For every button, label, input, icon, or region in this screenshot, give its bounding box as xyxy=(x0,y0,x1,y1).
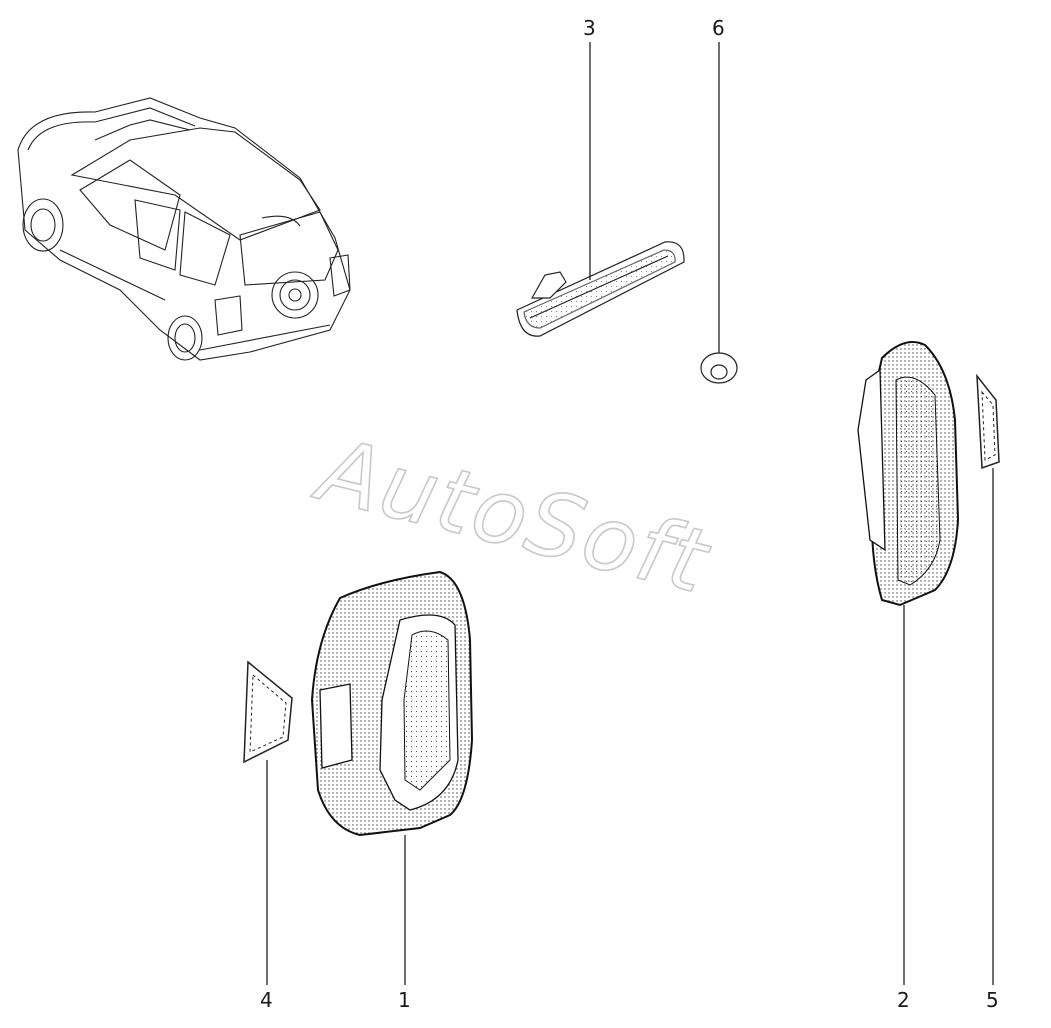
leader-lines xyxy=(266,42,994,985)
part-4-gasket xyxy=(243,660,293,764)
part-6-grommet xyxy=(700,352,738,384)
callout-5: 5 xyxy=(986,988,999,1012)
vehicle-illustration xyxy=(17,97,351,361)
callout-2: 2 xyxy=(897,988,910,1012)
part-1-rear-lamp xyxy=(310,570,474,837)
part-2-side-lamp xyxy=(857,341,960,607)
part-5-gasket xyxy=(976,373,1000,470)
callout-4: 4 xyxy=(260,988,273,1012)
callout-3: 3 xyxy=(583,16,596,40)
callout-6: 6 xyxy=(712,16,725,40)
callout-1: 1 xyxy=(398,988,411,1012)
part-3-stop-lamp xyxy=(516,241,685,337)
